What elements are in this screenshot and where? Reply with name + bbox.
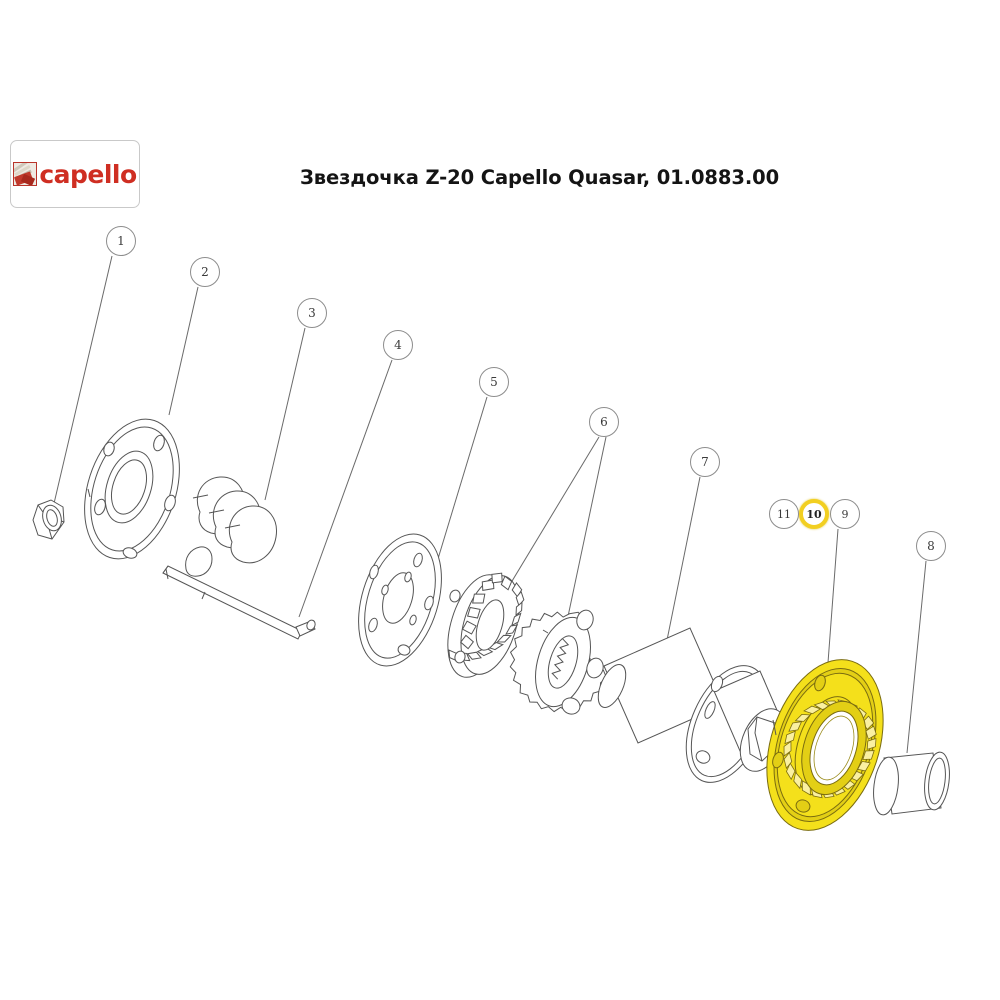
callout-10[interactable]: 10 [799, 499, 829, 529]
callout-6-label: 6 [600, 415, 608, 429]
callout-7-label: 7 [701, 455, 709, 469]
callout-7[interactable]: 7 [690, 447, 720, 477]
part-coil-spring [185, 476, 277, 577]
callout-1[interactable]: 1 [106, 226, 136, 256]
callout-6[interactable]: 6 [589, 407, 619, 437]
page-title: Звездочка Z-20 Capello Quasar, 01.0883.0… [300, 166, 780, 189]
part-flanged-hub-sleeve [597, 627, 787, 783]
callout-4[interactable]: 4 [383, 330, 413, 360]
part-ratchet-clutch-plate-rear [509, 609, 608, 715]
callout-2[interactable]: 2 [190, 257, 220, 287]
callout-9-label: 9 [841, 507, 849, 521]
callout-11-label: 11 [777, 507, 791, 521]
part-drive-flange [84, 418, 180, 560]
part-perforated-disc [358, 533, 442, 667]
callout-9[interactable]: 9 [830, 499, 860, 529]
callout-5[interactable]: 5 [479, 367, 509, 397]
callout-4-label: 4 [394, 338, 402, 352]
part-bushing-spacer [873, 751, 950, 816]
part-ratchet-clutch-plate-front [447, 572, 525, 678]
capello-harvester-mark-icon [13, 162, 38, 186]
part-hex-nut [32, 499, 65, 540]
brand-name: capello [39, 159, 137, 189]
leader-lines [51, 255, 927, 754]
callout-8-label: 8 [927, 539, 935, 553]
callout-1-label: 1 [117, 234, 125, 248]
callout-3[interactable]: 3 [297, 298, 327, 328]
callout-11[interactable]: 11 [769, 499, 799, 529]
part-sprocket-flange-highlighted [766, 659, 884, 831]
callout-10-label: 10 [806, 507, 822, 521]
callout-2-label: 2 [201, 265, 209, 279]
callout-5-label: 5 [490, 375, 498, 389]
part-shaft-bolt [162, 565, 316, 640]
callout-3-label: 3 [308, 306, 316, 320]
callout-8[interactable]: 8 [916, 531, 946, 561]
brand-logo-box: capello [10, 140, 140, 208]
